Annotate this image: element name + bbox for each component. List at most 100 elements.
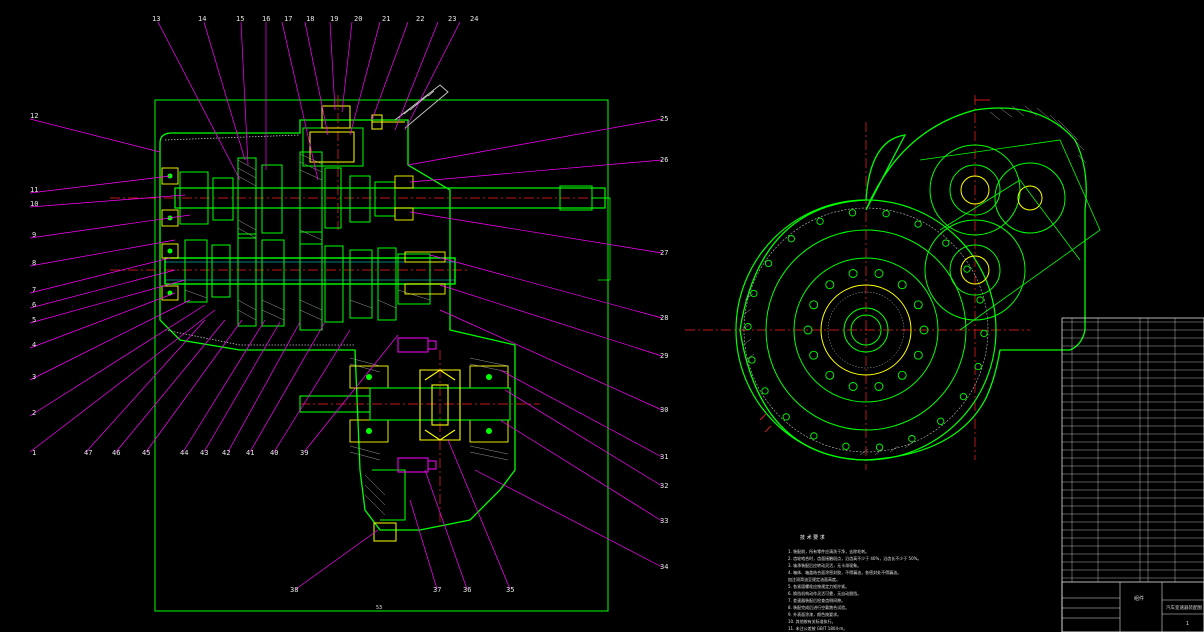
bolt-hole [750,289,758,298]
balloon-label: 20 [354,15,362,23]
balloon-label: 37 [433,586,441,594]
side-housing [739,107,1087,461]
section-view: 13 14 15 16 17 18 19 20 21 22 23 24 12 1… [29,15,668,612]
balloon-label: 43 [200,449,208,457]
bolt-hole [748,356,756,364]
balloons-right: 25 26 27 28 29 30 31 32 33 34 [660,115,668,571]
balloon-label: 19 [330,15,338,23]
balloon-label: 22 [416,15,424,23]
bolt-hole [874,382,884,391]
balloon-label: 16 [262,15,270,23]
bolt-hole [913,300,923,310]
note-line: 3. 轴承装配后应转动灵活，无卡滞现象。 [788,562,861,568]
note-line: 5. 各紧固螺栓应按规定力矩拧紧。 [788,583,849,589]
frame-mark: 53 [376,605,382,611]
balloon-label: 8 [32,259,36,267]
balloon-label: 31 [660,453,668,461]
balloon-label: 23 [448,15,456,23]
differential [299,369,511,521]
balloon-label: 28 [660,314,668,322]
bolt-hole [809,350,819,360]
balloon-label: 13 [152,15,160,23]
note-line: 9. 外表面涂漆，颜色按要求。 [788,611,841,617]
leader-lines [29,21,663,590]
bolt-hole [825,370,835,380]
drain-plug [373,522,397,542]
bolt-hole [816,217,824,225]
balloon-label: 27 [660,249,668,257]
bolt-hole [897,280,907,290]
note-line: 4. 箱体、箱盖结合面涂密封胶，不得漏油，各密封处不得漏油。 [788,569,901,575]
balloon-label: 41 [246,449,254,457]
output-shaft [164,257,456,285]
bolt-hole [980,329,988,338]
reverse-gear-assembly [302,105,405,167]
balloon-label: 45 [142,449,150,457]
note-line: 加注润滑油至规定油面高度。 [788,576,840,582]
note-line: 8. 装配完成后进行空载跑合试验。 [788,604,849,610]
balloon-label: 30 [660,406,668,414]
hub-bolt-holes [803,269,929,391]
balloon-label: 5 [32,316,36,324]
balloon-label: 39 [300,449,308,457]
balloon-label: 34 [660,563,668,571]
balloon-label: 15 [236,15,244,23]
bolt-hole [919,325,929,335]
bolt-hole [974,362,982,371]
note-line: 2. 齿轮啮合时，齿面接触斑点，沿齿高不少于 40%，沿齿长不少于 50%。 [788,555,921,561]
balloon-label: 24 [470,15,478,23]
bolt-hole [976,296,984,304]
balloon-label: 26 [660,156,668,164]
bolt-hole [963,265,971,273]
view-frame [154,99,609,612]
upper-gears [179,151,396,245]
title-block: 汽车变速器装配图 组件 1 [1061,581,1204,632]
housing-bolts [397,337,437,473]
bolt-hole [913,350,923,360]
title-drawing-name: 汽车变速器装配图 [1166,604,1202,611]
bolt-hole [848,209,857,217]
technical-notes: 技 术 要 求 1. 装配前，所有零件应清洗干净，去除毛刺。 2. 齿轮啮合时，… [788,534,921,631]
balloon-label: 42 [222,449,230,457]
balloon-label: 35 [506,586,514,594]
balloon-label: 32 [660,482,668,490]
gearbox-housing [159,119,516,531]
balloon-label: 10 [30,200,38,208]
title-material: 组件 [1134,595,1144,602]
balloon-label: 21 [382,15,390,23]
balloon-label: 47 [84,449,92,457]
balloons-lower: 38 37 36 35 [290,586,514,594]
bolt-hole [803,325,813,335]
parts-list [1061,317,1204,632]
bolt-hole [810,432,818,440]
balloon-label: 6 [32,301,36,309]
bolt-hole [875,443,884,451]
balloon-label: 7 [32,286,36,294]
bolt-hole [764,259,773,268]
note-line: 7. 差速器装配后检查齿侧间隙。 [788,597,845,603]
note-line: 6. 换挡机构动作灵活可靠，无自动脱挡。 [788,590,861,596]
bolt-hole [761,387,769,395]
balloon-label: 9 [32,231,36,239]
balloon-label: 18 [306,15,314,23]
balloon-label: 17 [284,15,292,23]
balloon-label: 38 [290,586,298,594]
balloon-label: 4 [32,341,36,349]
balloon-label: 46 [112,449,120,457]
upper-gear-pair [919,139,1101,331]
bolt-hole [782,413,790,421]
note-line: 11. 未注公差按 GB/T 1804-m。 [788,625,847,631]
side-view [685,95,1101,470]
balloon-label: 1 [32,449,36,457]
balloon-label: 36 [463,586,471,594]
flange-bolt-holes [744,209,988,451]
balloon-label: 12 [30,112,38,120]
bolt-hole [874,269,884,278]
balloon-label: 3 [32,373,36,381]
balloon-label: 25 [660,115,668,123]
bolt-hole [882,210,890,218]
bolt-hole [825,280,835,290]
bolt-hole [744,322,752,331]
bolt-hole [809,300,819,310]
lower-gears [184,231,431,331]
